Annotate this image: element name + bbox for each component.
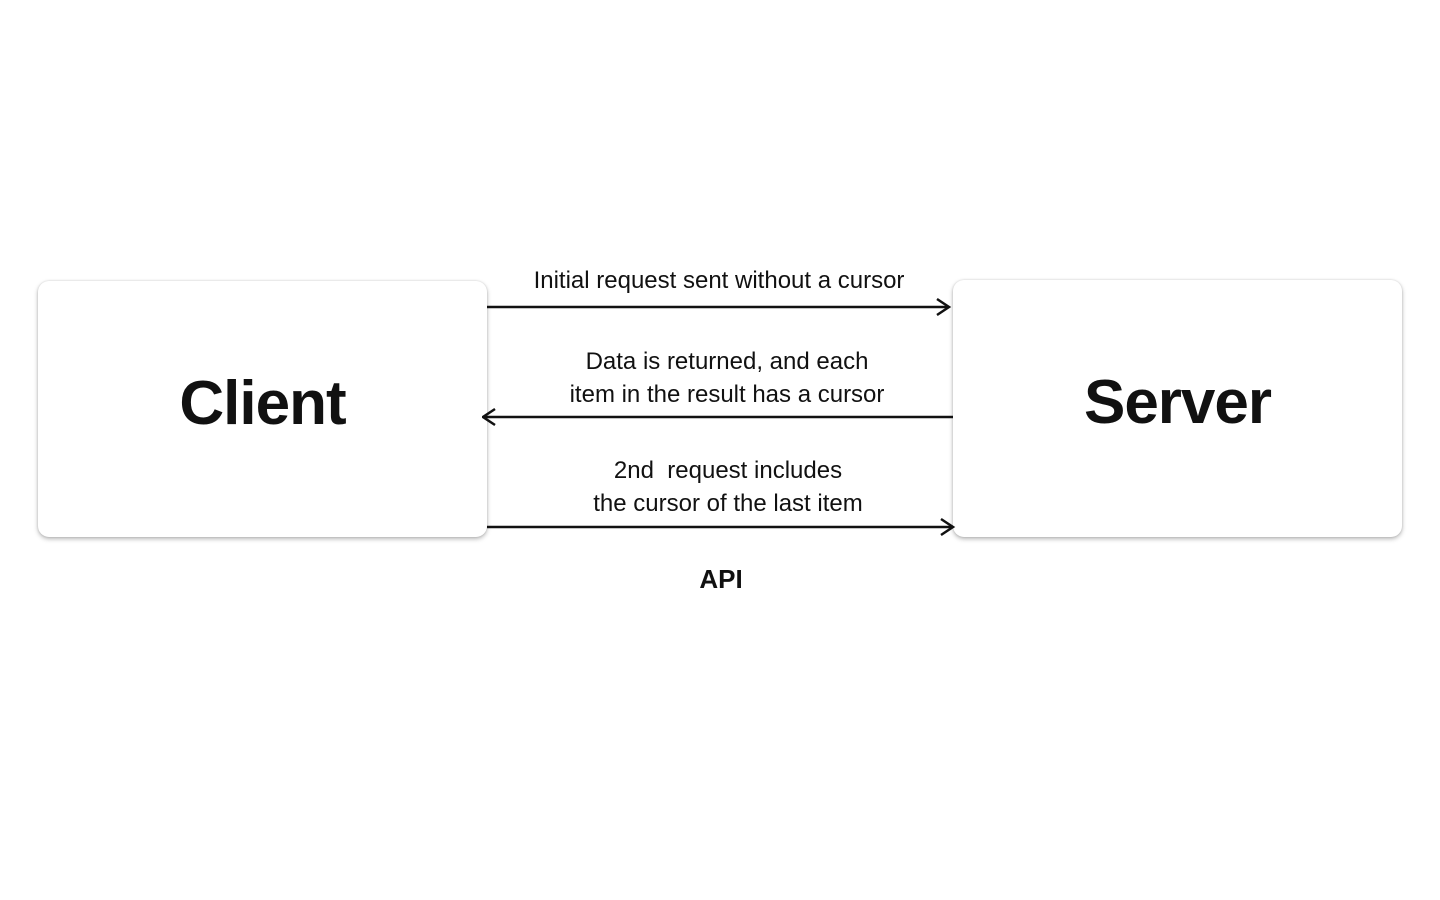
arrowhead-right-icon bbox=[936, 297, 952, 317]
message-label-line: 2nd request includes bbox=[613, 457, 843, 484]
arrow-initial-request bbox=[487, 297, 952, 317]
api-label: API bbox=[699, 564, 743, 594]
message-label-line: Data is returned, and each bbox=[585, 348, 869, 375]
message-label-line: the cursor of the last item bbox=[593, 490, 863, 517]
message-label-data-returned: Data is returned, and each item in the r… bbox=[495, 345, 959, 411]
client-node: Client bbox=[38, 281, 487, 537]
message-label-initial-request: Initial request sent without a cursor bbox=[487, 265, 951, 296]
arrowhead-right-icon bbox=[940, 517, 956, 537]
arrow-data-returned bbox=[482, 407, 953, 427]
server-node-label: Server bbox=[1083, 368, 1272, 437]
message-label-second-request: 2nd request includes the cursor of the l… bbox=[496, 454, 960, 520]
arrowhead-left-icon bbox=[482, 407, 496, 427]
client-node-label: Client bbox=[179, 368, 346, 438]
server-node: Server bbox=[953, 280, 1402, 537]
arrow-second-request bbox=[487, 517, 956, 537]
message-label-line: Initial request sent without a cursor bbox=[533, 267, 905, 294]
message-label-line: item in the result has a cursor bbox=[569, 381, 885, 408]
